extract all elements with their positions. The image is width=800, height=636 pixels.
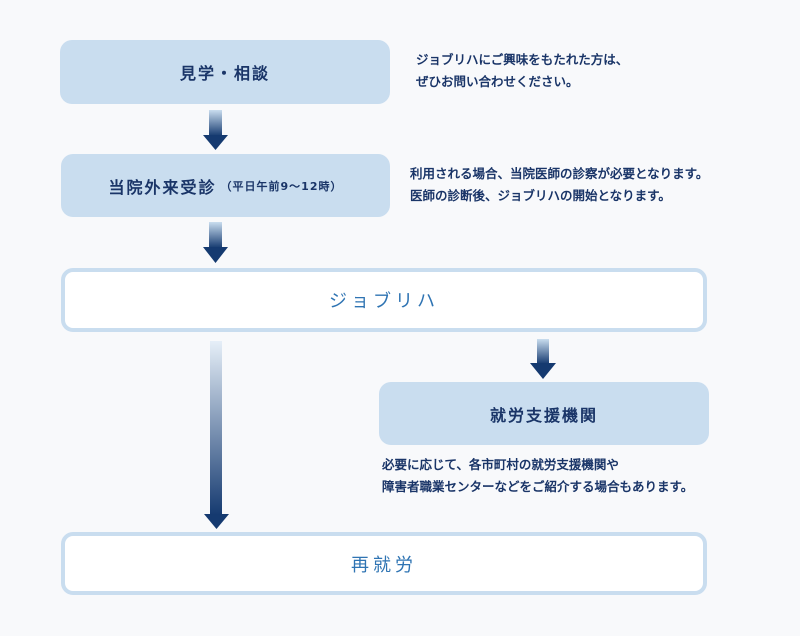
step-reemploy-label: 再就労 [351, 554, 417, 576]
note-visit-line2: 医師の診断後、ジョブリハの開始となります。 [410, 188, 671, 203]
note-consult-line1: ジョブリハにご興味をもたれた方は、 [416, 52, 629, 67]
arrow-consult-to-visit [203, 110, 228, 150]
step-consult: 見学・相談 [60, 40, 390, 104]
step-agency: 就労支援機関 [379, 382, 709, 445]
arrow-visit-to-jobreha [203, 222, 228, 263]
note-visit-line1: 利用される場合、当院医師の診察が必要となります。 [410, 166, 709, 181]
note-consult: ジョブリハにご興味をもたれた方は、 ぜひお問い合わせください。 [416, 49, 628, 93]
note-agency-line2: 障害者職業センターなどをご紹介する場合もあります。 [382, 479, 694, 494]
note-agency: 必要に応じて、各市町村の就労支援機関や 障害者職業センターなどをご紹介する場合も… [382, 454, 693, 498]
arrow-jobreha-to-reemploy [204, 341, 229, 529]
note-agency-line1: 必要に応じて、各市町村の就労支援機関や [382, 457, 619, 472]
arrow-jobreha-to-agency [530, 339, 556, 379]
step-reemploy: 再就労 [61, 532, 707, 595]
step-visit-label: 当院外来受診 [108, 177, 217, 197]
step-jobreha: ジョブリハ [61, 268, 707, 332]
note-visit: 利用される場合、当院医師の診察が必要となります。 医師の診断後、ジョブリハの開始… [410, 163, 708, 207]
step-visit-hours: （平日午前9～12時） [220, 179, 343, 193]
step-consult-label: 見学・相談 [179, 64, 270, 83]
step-visit: 当院外来受診 （平日午前9～12時） [61, 154, 390, 217]
step-agency-label: 就労支援機関 [489, 405, 598, 425]
step-jobreha-label: ジョブリハ [329, 291, 439, 312]
note-consult-line2: ぜひお問い合わせください。 [416, 74, 579, 89]
